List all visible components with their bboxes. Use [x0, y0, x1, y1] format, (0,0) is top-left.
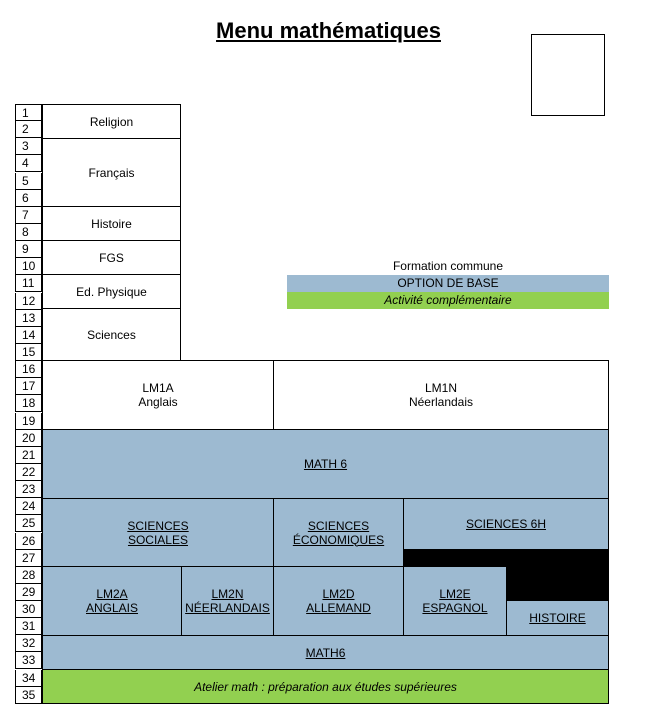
sciences-6h-label: SCIENCES 6H: [465, 517, 547, 531]
row-number: 33: [15, 652, 42, 670]
row-number: 25: [15, 515, 42, 533]
row-number: 12: [15, 292, 42, 310]
empty-box: [531, 34, 605, 116]
cell-ed-physique: Ed. Physique: [42, 274, 181, 309]
row-number: 24: [15, 498, 42, 516]
lm2n-code: LM2N: [211, 587, 244, 601]
row-number: 7: [15, 206, 42, 224]
row-number: 17: [15, 378, 42, 396]
row-number: 30: [15, 601, 42, 619]
row-number: 13: [15, 309, 42, 327]
row-number: 18: [15, 395, 42, 413]
lm2d-lang: ALLEMAND: [306, 601, 371, 615]
row-number: 10: [15, 258, 42, 276]
row-number: 32: [15, 635, 42, 653]
francais-label: Français: [88, 165, 135, 180]
lm1n-lang: Néerlandais: [408, 395, 474, 409]
row-number: 28: [15, 566, 42, 584]
cell-fgs: FGS: [42, 240, 181, 275]
row-number: 16: [15, 361, 42, 379]
histoire-option-label: HISTOIRE: [529, 611, 586, 625]
row-number: 3: [15, 138, 42, 156]
row-number: 8: [15, 223, 42, 241]
lm1a-lang: Anglais: [138, 395, 178, 409]
row-number: 1: [15, 104, 42, 121]
row-number: 26: [15, 532, 42, 550]
row-number: 19: [15, 412, 42, 430]
row-number: 6: [15, 189, 42, 207]
row-number: 4: [15, 155, 42, 173]
row-number: 20: [15, 429, 42, 447]
legend-formation-commune: Formation commune: [392, 259, 504, 273]
legend-option-de-base: OPTION DE BASE: [287, 275, 609, 292]
math6-bis-label: MATH6: [305, 645, 346, 660]
row-number: 5: [15, 172, 42, 190]
page-title: Menu mathématiques: [216, 18, 441, 43]
fgs-label: FGS: [99, 250, 124, 265]
lm1a-code: LM1A: [142, 381, 174, 395]
row-number: 23: [15, 481, 42, 499]
row-number: 34: [15, 669, 42, 687]
sciences-eco-line1: SCIENCES: [307, 518, 370, 533]
sciences-sociales-line2: SOCIALES: [127, 532, 188, 547]
legend-activite-complementaire: Activité complémentaire: [287, 292, 609, 309]
cell-sciences-common: Sciences: [42, 308, 181, 361]
cell-math6: MATH 6: [42, 429, 609, 499]
lm1n-code: LM1N: [424, 381, 457, 395]
ed-physique-label: Ed. Physique: [76, 284, 147, 299]
row-number: 27: [15, 549, 42, 567]
sciences-common-label: Sciences: [87, 327, 136, 342]
cell-histoire-option: HISTOIRE: [506, 600, 609, 636]
row-number: 11: [15, 275, 42, 293]
blocked-slot-2: [506, 566, 609, 601]
cell-histoire-common: Histoire: [42, 206, 181, 241]
row-number: 35: [15, 686, 42, 704]
lm2a-lang: ANGLAIS: [85, 601, 139, 615]
row-number: 9: [15, 241, 42, 259]
row-number: 31: [15, 618, 42, 636]
sciences-sociales-line1: SCIENCES: [127, 518, 189, 533]
lm2a-code: LM2A: [96, 587, 128, 601]
row-number: 15: [15, 343, 42, 361]
histoire-common-label: Histoire: [91, 216, 132, 231]
cell-religion: Religion: [42, 104, 181, 139]
lm2d-code: LM2D: [322, 587, 355, 601]
math6-label: MATH 6: [303, 457, 348, 471]
row-number: 2: [15, 121, 42, 139]
cell-francais: Français: [42, 138, 181, 207]
cell-atelier-math: Atelier math : préparation aux études su…: [42, 669, 609, 704]
row-number: 22: [15, 463, 42, 481]
cell-math6-bis: MATH6: [42, 635, 609, 670]
lm2e-code: LM2E: [439, 587, 471, 601]
blocked-slot: [403, 549, 609, 567]
religion-label: Religion: [89, 114, 134, 129]
sciences-eco-line2: ÉCONOMIQUES: [292, 532, 385, 547]
cell-sciences-6h: SCIENCES 6H: [403, 498, 609, 550]
row-number: 14: [15, 326, 42, 344]
row-number: 29: [15, 583, 42, 601]
row-number: 21: [15, 446, 42, 464]
lm2n-lang: NÉERLANDAIS: [185, 601, 270, 615]
lm2e-lang: ESPAGNOL: [422, 601, 488, 615]
atelier-label: Atelier math : préparation aux études su…: [194, 679, 457, 694]
